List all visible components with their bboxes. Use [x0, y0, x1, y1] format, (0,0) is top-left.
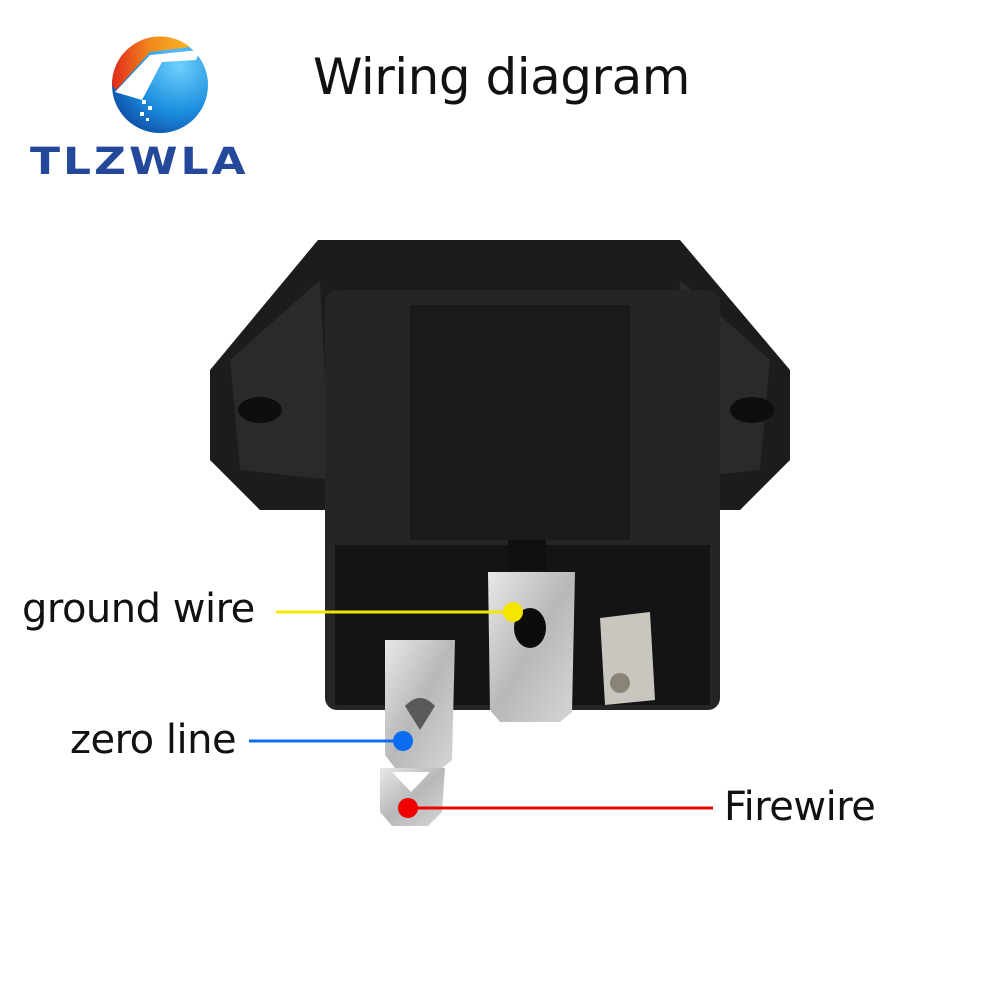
live-terminal	[380, 768, 445, 826]
zero-line-label: zero line	[70, 717, 237, 763]
neutral-terminal	[385, 640, 455, 770]
fire-pointer	[398, 798, 713, 818]
zero-pointer	[249, 731, 413, 751]
logo-brand-text: TLZWLA	[30, 140, 249, 184]
firewire-label: Firewire	[724, 784, 876, 830]
ground-pointer	[276, 602, 523, 622]
page-title: Wiring diagram	[313, 48, 690, 106]
logo: TLZWLA	[0, 0, 300, 190]
logo-globe-icon	[111, 36, 208, 133]
side-terminal	[600, 612, 655, 705]
ground-wire-label: ground wire	[22, 586, 255, 632]
